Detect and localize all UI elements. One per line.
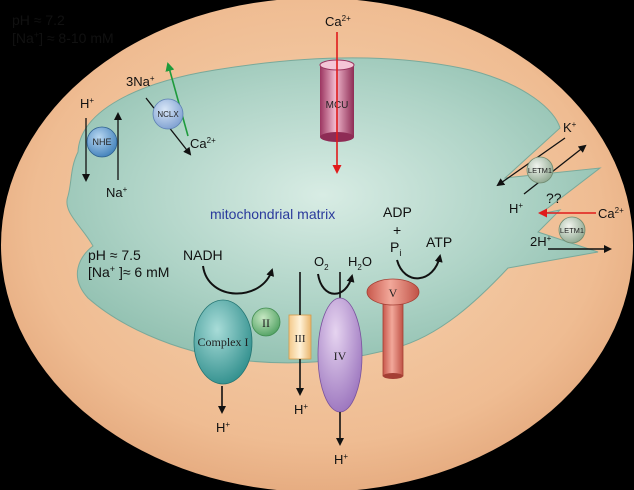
complex-i: [193, 299, 253, 385]
atp-synthase-label: V: [389, 286, 398, 300]
h2o-label: H2O: [348, 254, 372, 272]
oxygen-reduction-arrow: [317, 273, 355, 295]
mcu-calcium-label: Ca2+: [325, 14, 351, 29]
adp-label: ADP: [383, 204, 412, 220]
matrix-ph-label: pH ≈ 7.5: [88, 247, 141, 263]
nhe-transporter: [86, 126, 118, 158]
calcium-right-label: Ca2+: [598, 206, 624, 221]
complex-iv-proton-label: H+: [334, 452, 348, 467]
atp-synthase: V: [366, 278, 420, 379]
two-h-label: 2H+: [530, 234, 552, 249]
nhe-h-label: H+: [80, 96, 94, 111]
cytosol-na-label: [Na+] ≈ 8-10 mM: [12, 30, 114, 46]
matrix-na-label: [Na+ ]≈ 6 mM: [88, 264, 169, 280]
matrix-title: mitochondrial matrix: [210, 206, 335, 222]
complex-ii: [251, 307, 281, 337]
nclx-3na-label: 3Na+: [126, 74, 155, 89]
complex-iv-label: IV: [334, 349, 347, 363]
nclx-label: NCLX: [157, 110, 179, 119]
letm1-upper-label: LETM1: [528, 166, 552, 175]
nhe-na-label: Na+: [106, 185, 128, 200]
unknown-mechanism-label: ??: [546, 190, 562, 206]
pi-label: Pi: [390, 239, 401, 258]
complex-i-label: Complex I: [198, 335, 249, 349]
mitochondrial-matrix-region: [66, 57, 602, 364]
nhe-label: NHE: [92, 137, 111, 147]
complex-iii-proton-label: H+: [294, 402, 308, 417]
h-arrow-upper: [523, 144, 587, 195]
nclx-calcium-arrow: [165, 62, 189, 137]
nadh-label: NADH: [183, 247, 223, 263]
cytosol-ph-label: pH ≈ 7.2: [12, 12, 65, 28]
letm1-lower: [558, 216, 586, 244]
k-label: K+: [563, 120, 577, 135]
nadh-oxidation-arrow: [202, 265, 275, 295]
nclx-calcium-label: Ca2+: [190, 136, 216, 151]
letm1-upper: [526, 156, 554, 184]
complex-i-proton-label: H+: [216, 420, 230, 435]
letm1-lower-label: LETM1: [560, 226, 584, 235]
complex-ii-label: II: [262, 316, 270, 330]
atp-synthesis-arrow: [396, 254, 443, 280]
atp-label: ATP: [426, 234, 452, 250]
adp-plus-label: +: [393, 222, 401, 238]
h-lower-label: H+: [509, 201, 523, 216]
nclx-transporter: [152, 98, 184, 130]
complex-iii-label: III: [295, 333, 306, 345]
o2-label: O2: [314, 254, 329, 272]
